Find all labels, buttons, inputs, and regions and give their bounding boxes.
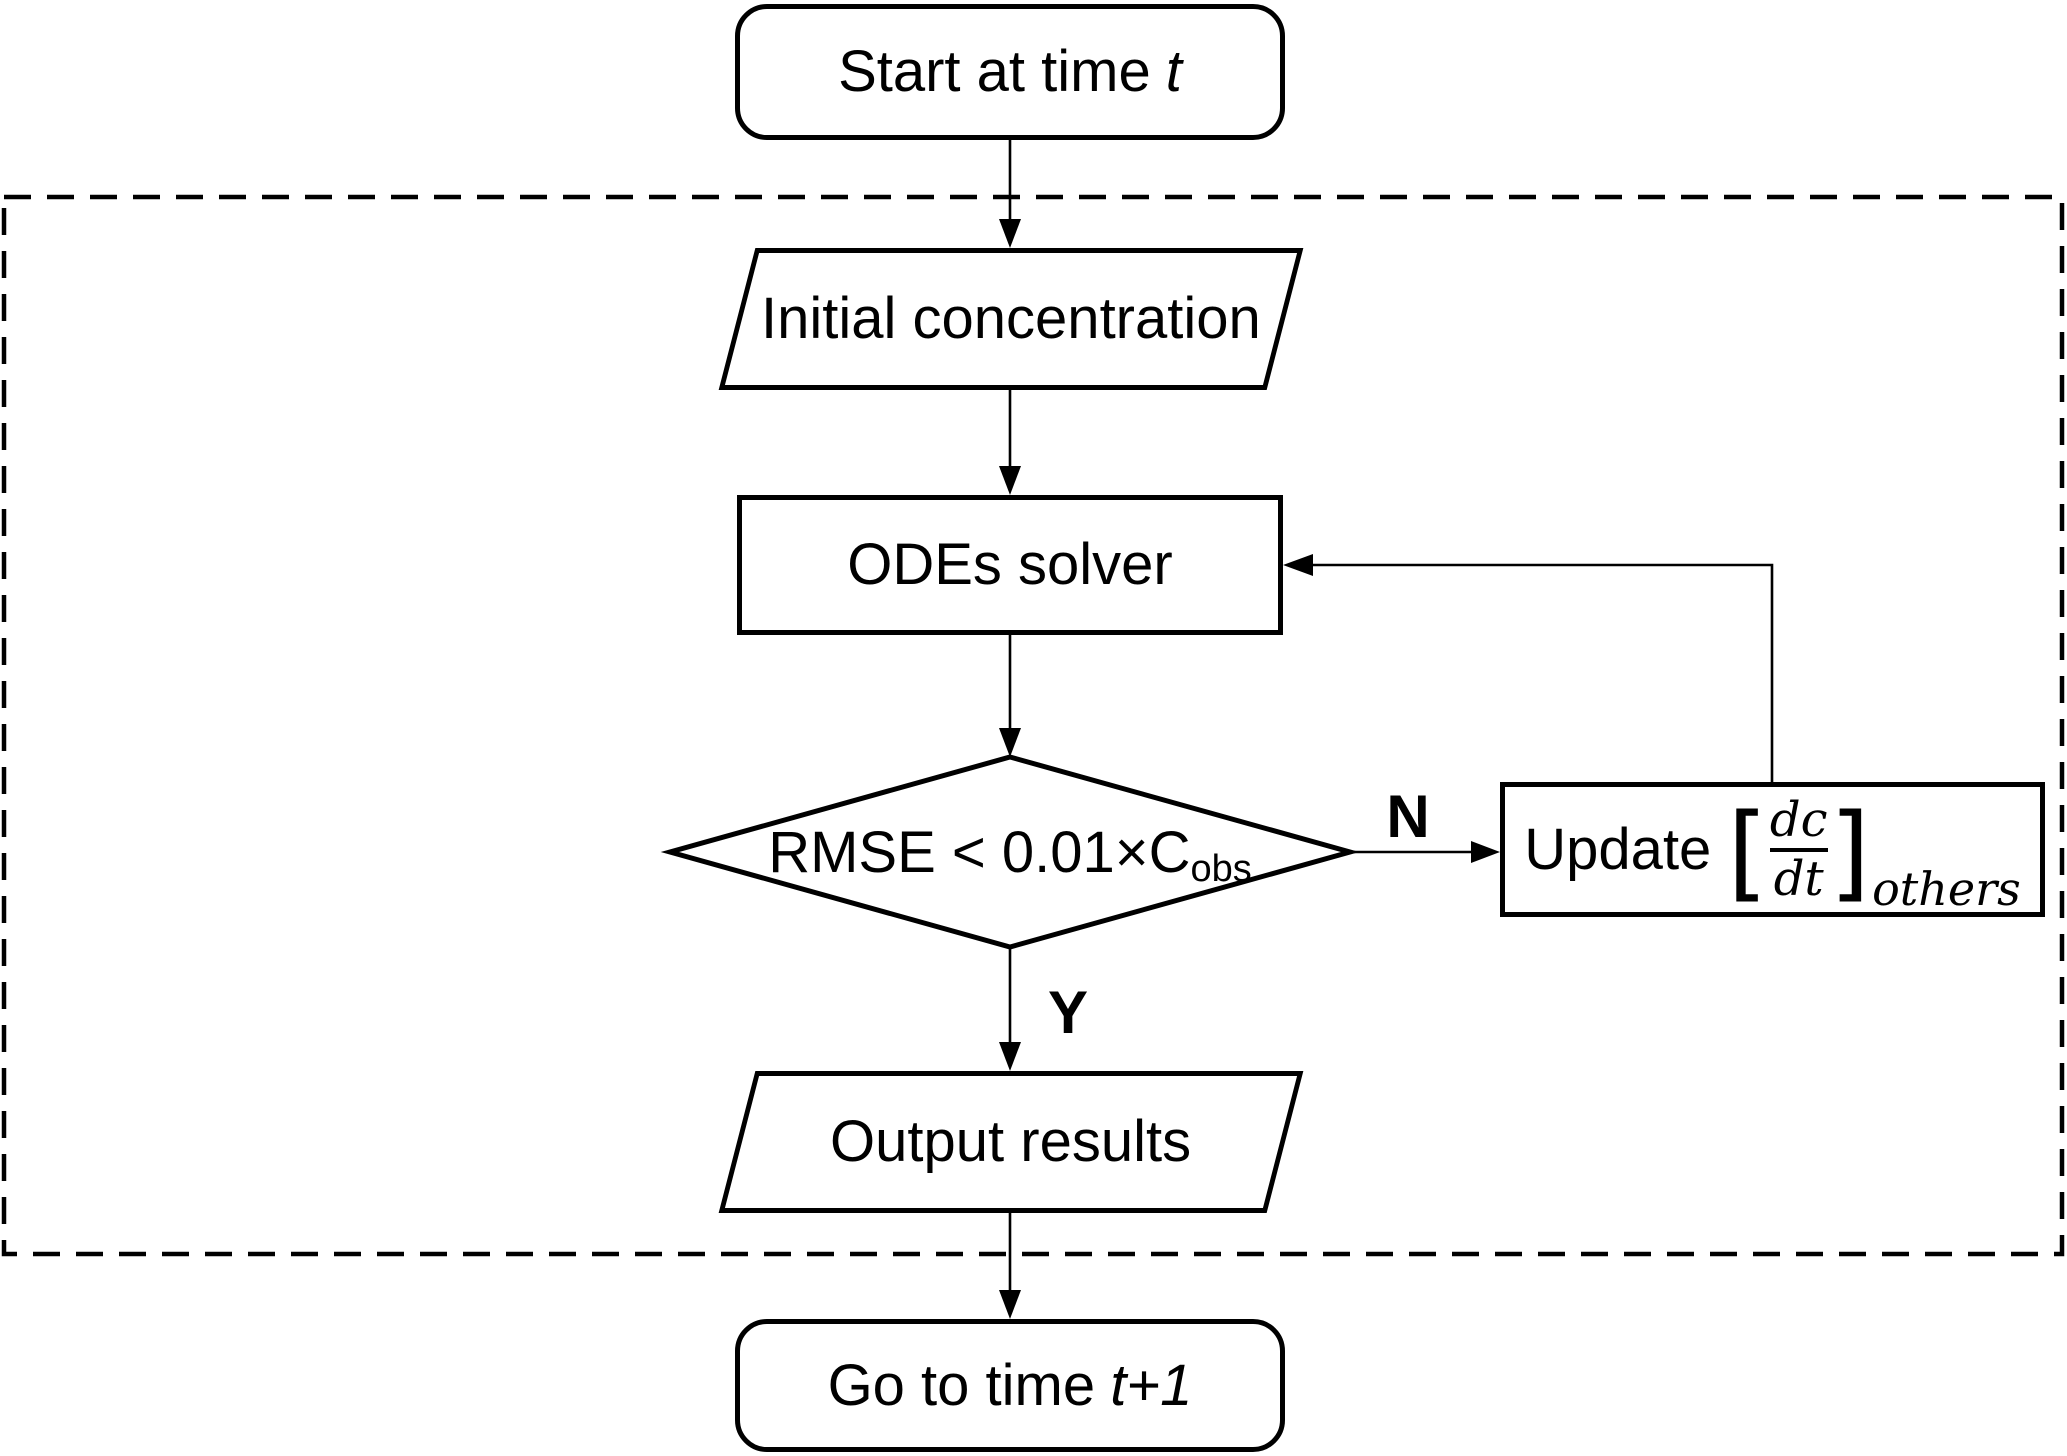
arrowhead-into-goto bbox=[999, 1290, 1021, 1319]
goto-label: Go to time bbox=[827, 1352, 1096, 1418]
arrowhead-into-update bbox=[1471, 841, 1500, 863]
arrowhead-into-decision bbox=[999, 728, 1021, 757]
odes-solver-label: ODEs solver bbox=[847, 532, 1173, 598]
update-expression: Update [ dc dt ] others bbox=[1524, 790, 2021, 917]
decision-label: RMSE < 0.01×C bbox=[768, 819, 1191, 885]
arrowhead-into-solver bbox=[999, 466, 1021, 495]
decision-diamond-shape bbox=[660, 754, 1360, 950]
goto-time-variable: t+1 bbox=[1110, 1352, 1193, 1418]
initial-concentration-label: Initial concentration bbox=[761, 286, 1261, 352]
output-results-node: Output results bbox=[718, 1071, 1304, 1213]
arrowhead-into-output bbox=[999, 1042, 1021, 1071]
edge-update-to-solver-loop bbox=[1312, 563, 1774, 782]
decision-label-subscript: obs bbox=[1190, 847, 1252, 890]
others-subscript: others bbox=[1872, 862, 2021, 917]
start-label: Start at time bbox=[838, 39, 1151, 105]
fraction-bar bbox=[1769, 847, 1828, 852]
branch-label-yes: Y bbox=[1047, 979, 1089, 1046]
fraction-numerator: dc bbox=[1769, 791, 1828, 848]
branch-label-no: N bbox=[1386, 783, 1430, 850]
start-time-variable: t bbox=[1165, 39, 1182, 105]
update-node: Update [ dc dt ] others bbox=[1500, 782, 2045, 917]
arrowhead-into-initial bbox=[999, 219, 1021, 248]
fraction-denominator: dt bbox=[1773, 850, 1824, 907]
odes-solver-node: ODEs solver bbox=[737, 495, 1283, 635]
dc-dt-fraction: dc dt bbox=[1769, 791, 1828, 907]
model-boundary-dashed-box bbox=[1, 194, 2065, 1257]
update-label: Update bbox=[1524, 816, 1712, 882]
initial-concentration-node: Initial concentration bbox=[718, 248, 1304, 390]
output-results-label: Output results bbox=[830, 1109, 1192, 1175]
arrowhead-into-solver-right bbox=[1283, 554, 1313, 576]
